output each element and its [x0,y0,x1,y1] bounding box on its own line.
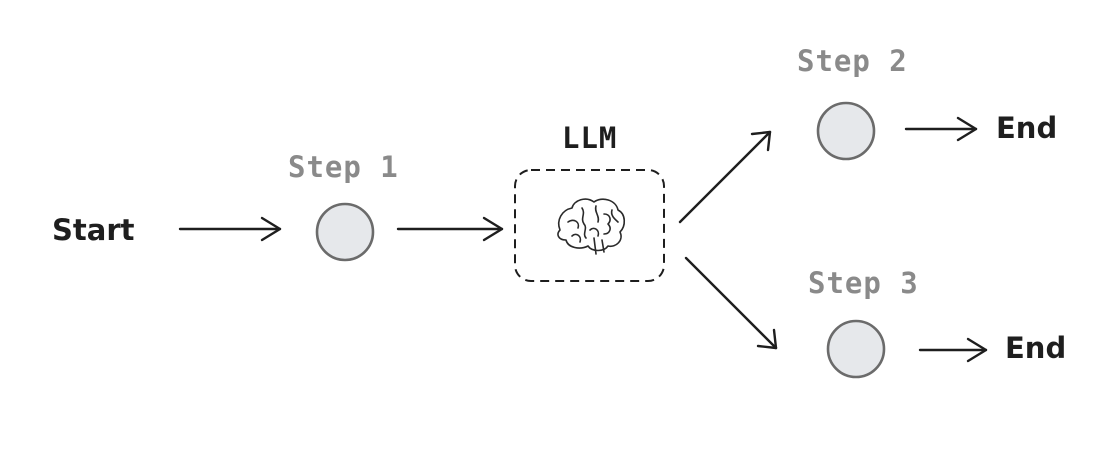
step2-node [816,101,876,161]
arrow-llm-to-step2 [678,130,772,224]
step1-label: Step 1 [288,150,399,184]
start-label: Start [52,213,135,247]
arrow-step1-to-llm [396,216,504,242]
arrow-step2-to-end [904,116,978,142]
end-label-top: End [996,111,1057,145]
step3-node [826,319,886,379]
step2-label: Step 2 [797,44,908,78]
brain-icon [557,198,626,255]
arrow-llm-to-step3 [684,256,778,350]
arrow-start-to-step1 [178,216,282,242]
llm-label: LLM [562,121,617,155]
llm-box [514,169,665,282]
step3-label: Step 3 [808,266,919,300]
arrow-step3-to-end [918,337,988,363]
end-label-bottom: End [1005,331,1066,365]
step1-node [315,202,375,262]
